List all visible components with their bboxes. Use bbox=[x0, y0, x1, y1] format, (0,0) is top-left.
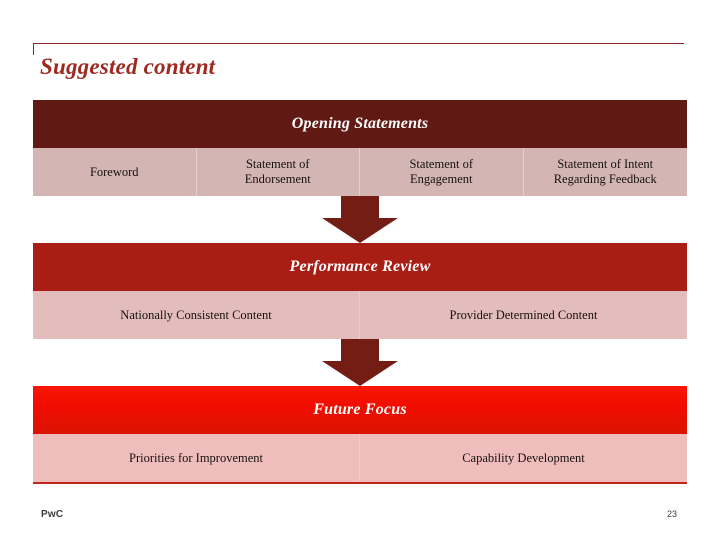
arrow-shaft bbox=[341, 339, 379, 361]
section-header-performance-review: Performance Review bbox=[33, 243, 687, 291]
page-title: Suggested content bbox=[40, 54, 216, 79]
section-header-label: Performance Review bbox=[289, 258, 431, 275]
cell-label: Capability Development bbox=[462, 450, 585, 465]
cell-capability-development[interactable]: Capability Development bbox=[360, 434, 687, 482]
arrow-head bbox=[322, 218, 398, 243]
section-header-future-focus: Future Focus bbox=[33, 386, 687, 434]
slide-page-number: 23 bbox=[667, 509, 678, 519]
arrow-head bbox=[322, 361, 398, 386]
section-header-opening-statements: Opening Statements bbox=[33, 100, 687, 148]
arrow-down-icon bbox=[322, 196, 398, 243]
section-performance-review: Performance Review Nationally Consistent… bbox=[33, 243, 687, 339]
header-rule bbox=[33, 43, 684, 44]
cell-label: Priorities for Improvement bbox=[129, 450, 263, 465]
cell-provider-determined-content[interactable]: Provider Determined Content bbox=[360, 291, 687, 339]
cell-foreword[interactable]: Foreword bbox=[33, 148, 197, 196]
cell-nationally-consistent-content[interactable]: Nationally Consistent Content bbox=[33, 291, 360, 339]
cell-label: Foreword bbox=[89, 164, 139, 179]
connector-gap-1 bbox=[33, 196, 687, 243]
section-cells-performance-review: Nationally Consistent Content Provider D… bbox=[33, 291, 687, 339]
connector-gap-2 bbox=[33, 339, 687, 386]
pwc-logo: PwC bbox=[41, 509, 64, 520]
section-cells-future-focus: Priorities for Improvement Capability De… bbox=[33, 434, 687, 484]
arrow-shaft bbox=[341, 196, 379, 218]
section-future-focus: Future Focus Priorities for Improvement … bbox=[33, 386, 687, 484]
section-header-label: Future Focus bbox=[313, 401, 407, 418]
header-rule-left-tick bbox=[33, 43, 34, 55]
cell-label: Provider Determined Content bbox=[449, 307, 598, 322]
section-opening-statements: Opening Statements Foreword Statement of… bbox=[33, 100, 687, 196]
section-header-label: Opening Statements bbox=[291, 115, 429, 132]
cell-label: Nationally Consistent Content bbox=[120, 307, 272, 322]
arrow-down-icon bbox=[322, 339, 398, 386]
cell-priorities-for-improvement[interactable]: Priorities for Improvement bbox=[33, 434, 360, 482]
suggested-content-diagram: Opening Statements Foreword Statement of… bbox=[33, 100, 687, 484]
